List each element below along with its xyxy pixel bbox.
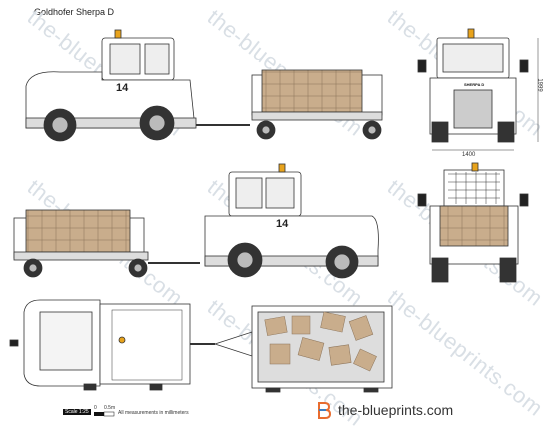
vehicle-number-middle: 14 bbox=[276, 218, 289, 230]
scale-note: All measurements in millimeters bbox=[118, 410, 189, 416]
scale-zero: 0 bbox=[94, 405, 97, 411]
top-view-trailer bbox=[213, 305, 393, 393]
width-dimension: 1400 bbox=[462, 152, 476, 158]
side-view-left bbox=[13, 163, 379, 279]
vehicle-number-top: 14 bbox=[116, 82, 129, 94]
scale-half-meter: 0.5m bbox=[104, 405, 116, 411]
height-dimension: 1999 bbox=[536, 78, 543, 92]
blueprint-title: Goldhofer Sherpa D bbox=[34, 7, 115, 17]
brand-name: the-blueprints.com bbox=[338, 402, 454, 418]
brand-icon bbox=[318, 402, 332, 419]
scale-bar bbox=[94, 411, 115, 417]
scale-label: Scale 1:25 bbox=[63, 409, 91, 415]
side-view-right bbox=[25, 29, 383, 142]
brand-logo[interactable]: the-blueprints.com bbox=[316, 401, 453, 419]
vehicle-badge: SHERPA D bbox=[464, 82, 485, 87]
rear-view bbox=[417, 162, 529, 283]
top-view-tractor bbox=[9, 299, 215, 391]
front-view bbox=[417, 28, 539, 151]
